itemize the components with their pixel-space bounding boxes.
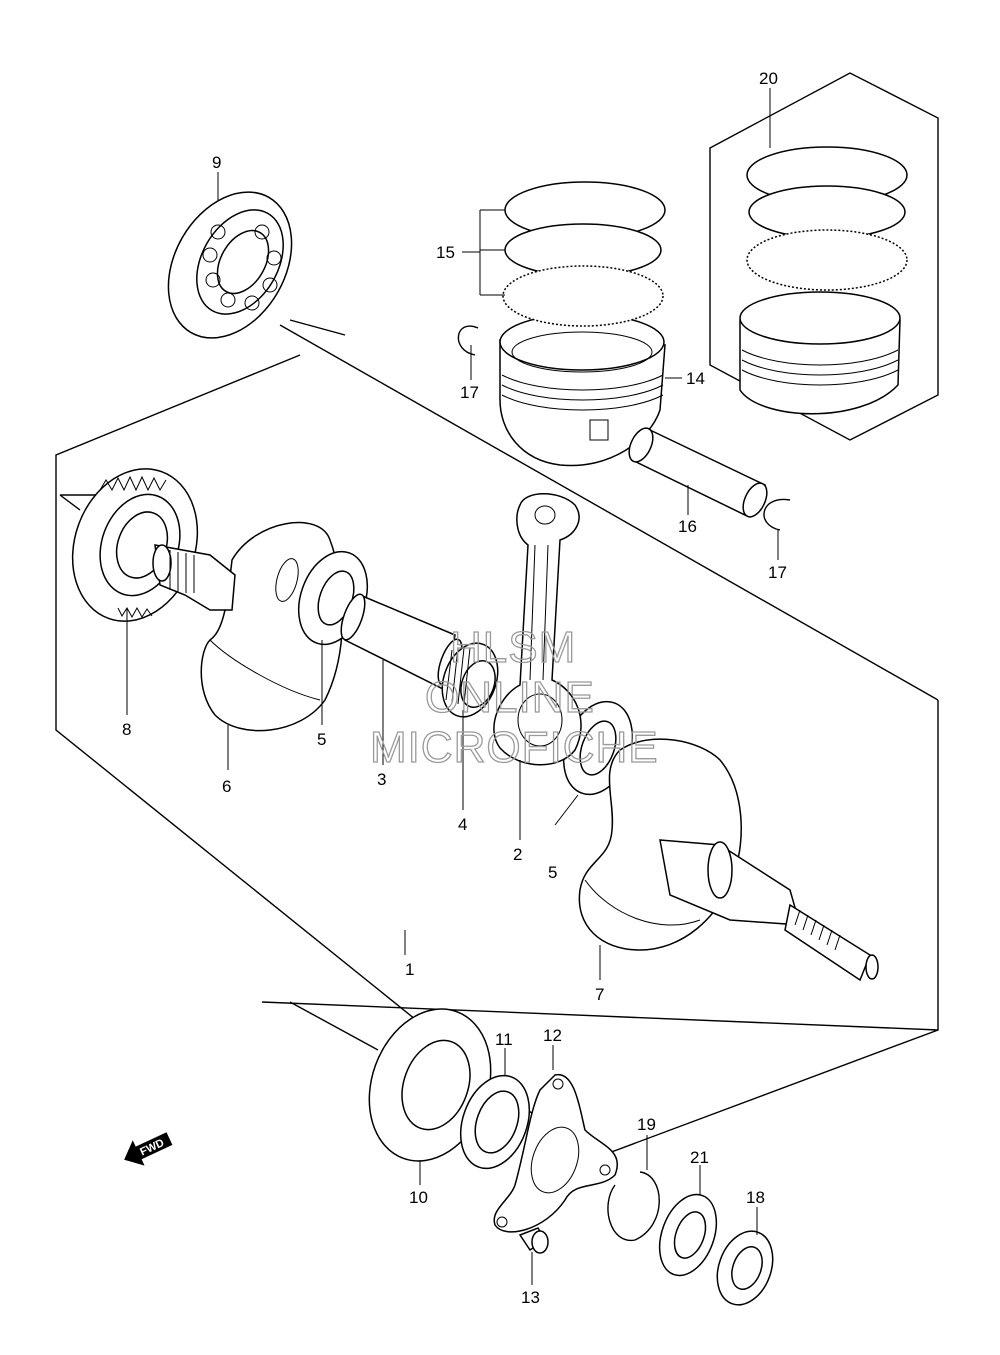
callout-6: 6 <box>222 777 231 796</box>
callout-9: 9 <box>212 153 221 172</box>
callout-17-top: 17 <box>460 383 479 402</box>
crank-web-6 <box>152 521 344 732</box>
piston-rings-15 <box>502 181 666 327</box>
piston-pin-16 <box>628 427 768 518</box>
callout-5-right: 5 <box>548 863 557 882</box>
watermark-line-2: ONLINE <box>425 673 595 722</box>
callout-12: 12 <box>543 1026 562 1045</box>
fwd-direction-arrow: FWD <box>124 1132 173 1166</box>
circlip-17b <box>763 498 791 531</box>
callout-4: 4 <box>458 815 467 834</box>
connecting-rod-2 <box>493 493 582 766</box>
piston-kit-20 <box>739 146 908 415</box>
bearing-9 <box>167 191 293 339</box>
piston-14 <box>499 313 666 467</box>
circlip-17a <box>457 325 479 356</box>
leader-lines <box>126 88 779 1285</box>
watermark: HLSM ONLINE MICROFICHE <box>369 622 659 772</box>
callout-1: 1 <box>405 960 414 979</box>
callout-10: 10 <box>409 1188 428 1207</box>
callout-5-left: 5 <box>317 730 326 749</box>
watermark-line-1: HLSM <box>450 623 576 672</box>
callout-11: 11 <box>495 1030 513 1049</box>
callout-19: 19 <box>637 1115 656 1134</box>
oil-seal-11 <box>459 1074 531 1170</box>
piston-kit-outline <box>709 72 939 441</box>
fwd-label: FWD <box>138 1137 166 1158</box>
callout-20: 20 <box>759 69 778 88</box>
needle-bearing-4 <box>441 642 499 718</box>
callout-labels: 1 2 3 4 5 5 6 7 8 9 10 11 12 13 14 15 16… <box>122 69 787 1307</box>
callout-17-right: 17 <box>768 563 787 582</box>
callout-18: 18 <box>746 1188 765 1207</box>
callout-7: 7 <box>595 985 604 1004</box>
callout-15: 15 <box>436 243 455 262</box>
retainer-plate-12 <box>493 1074 618 1233</box>
arrow-left-down-icon <box>124 1132 173 1166</box>
callout-21: 21 <box>690 1148 709 1167</box>
callout-14: 14 <box>686 369 705 388</box>
callout-13: 13 <box>521 1288 540 1307</box>
callout-2: 2 <box>513 845 522 864</box>
crank-web-7 <box>578 738 879 982</box>
callout-8: 8 <box>122 720 131 739</box>
bearing-21 <box>658 1193 718 1277</box>
screw-13 <box>518 1227 549 1254</box>
watermark-line-3: MICROFICHE <box>370 723 659 772</box>
gear-8 <box>71 468 199 622</box>
callout-3: 3 <box>377 770 386 789</box>
circlip-19 <box>607 1171 660 1241</box>
bearing-10 <box>368 1008 492 1162</box>
seal-18 <box>716 1230 774 1306</box>
crankshaft-assembly-outline <box>55 319 939 1161</box>
callout-16: 16 <box>678 517 697 536</box>
